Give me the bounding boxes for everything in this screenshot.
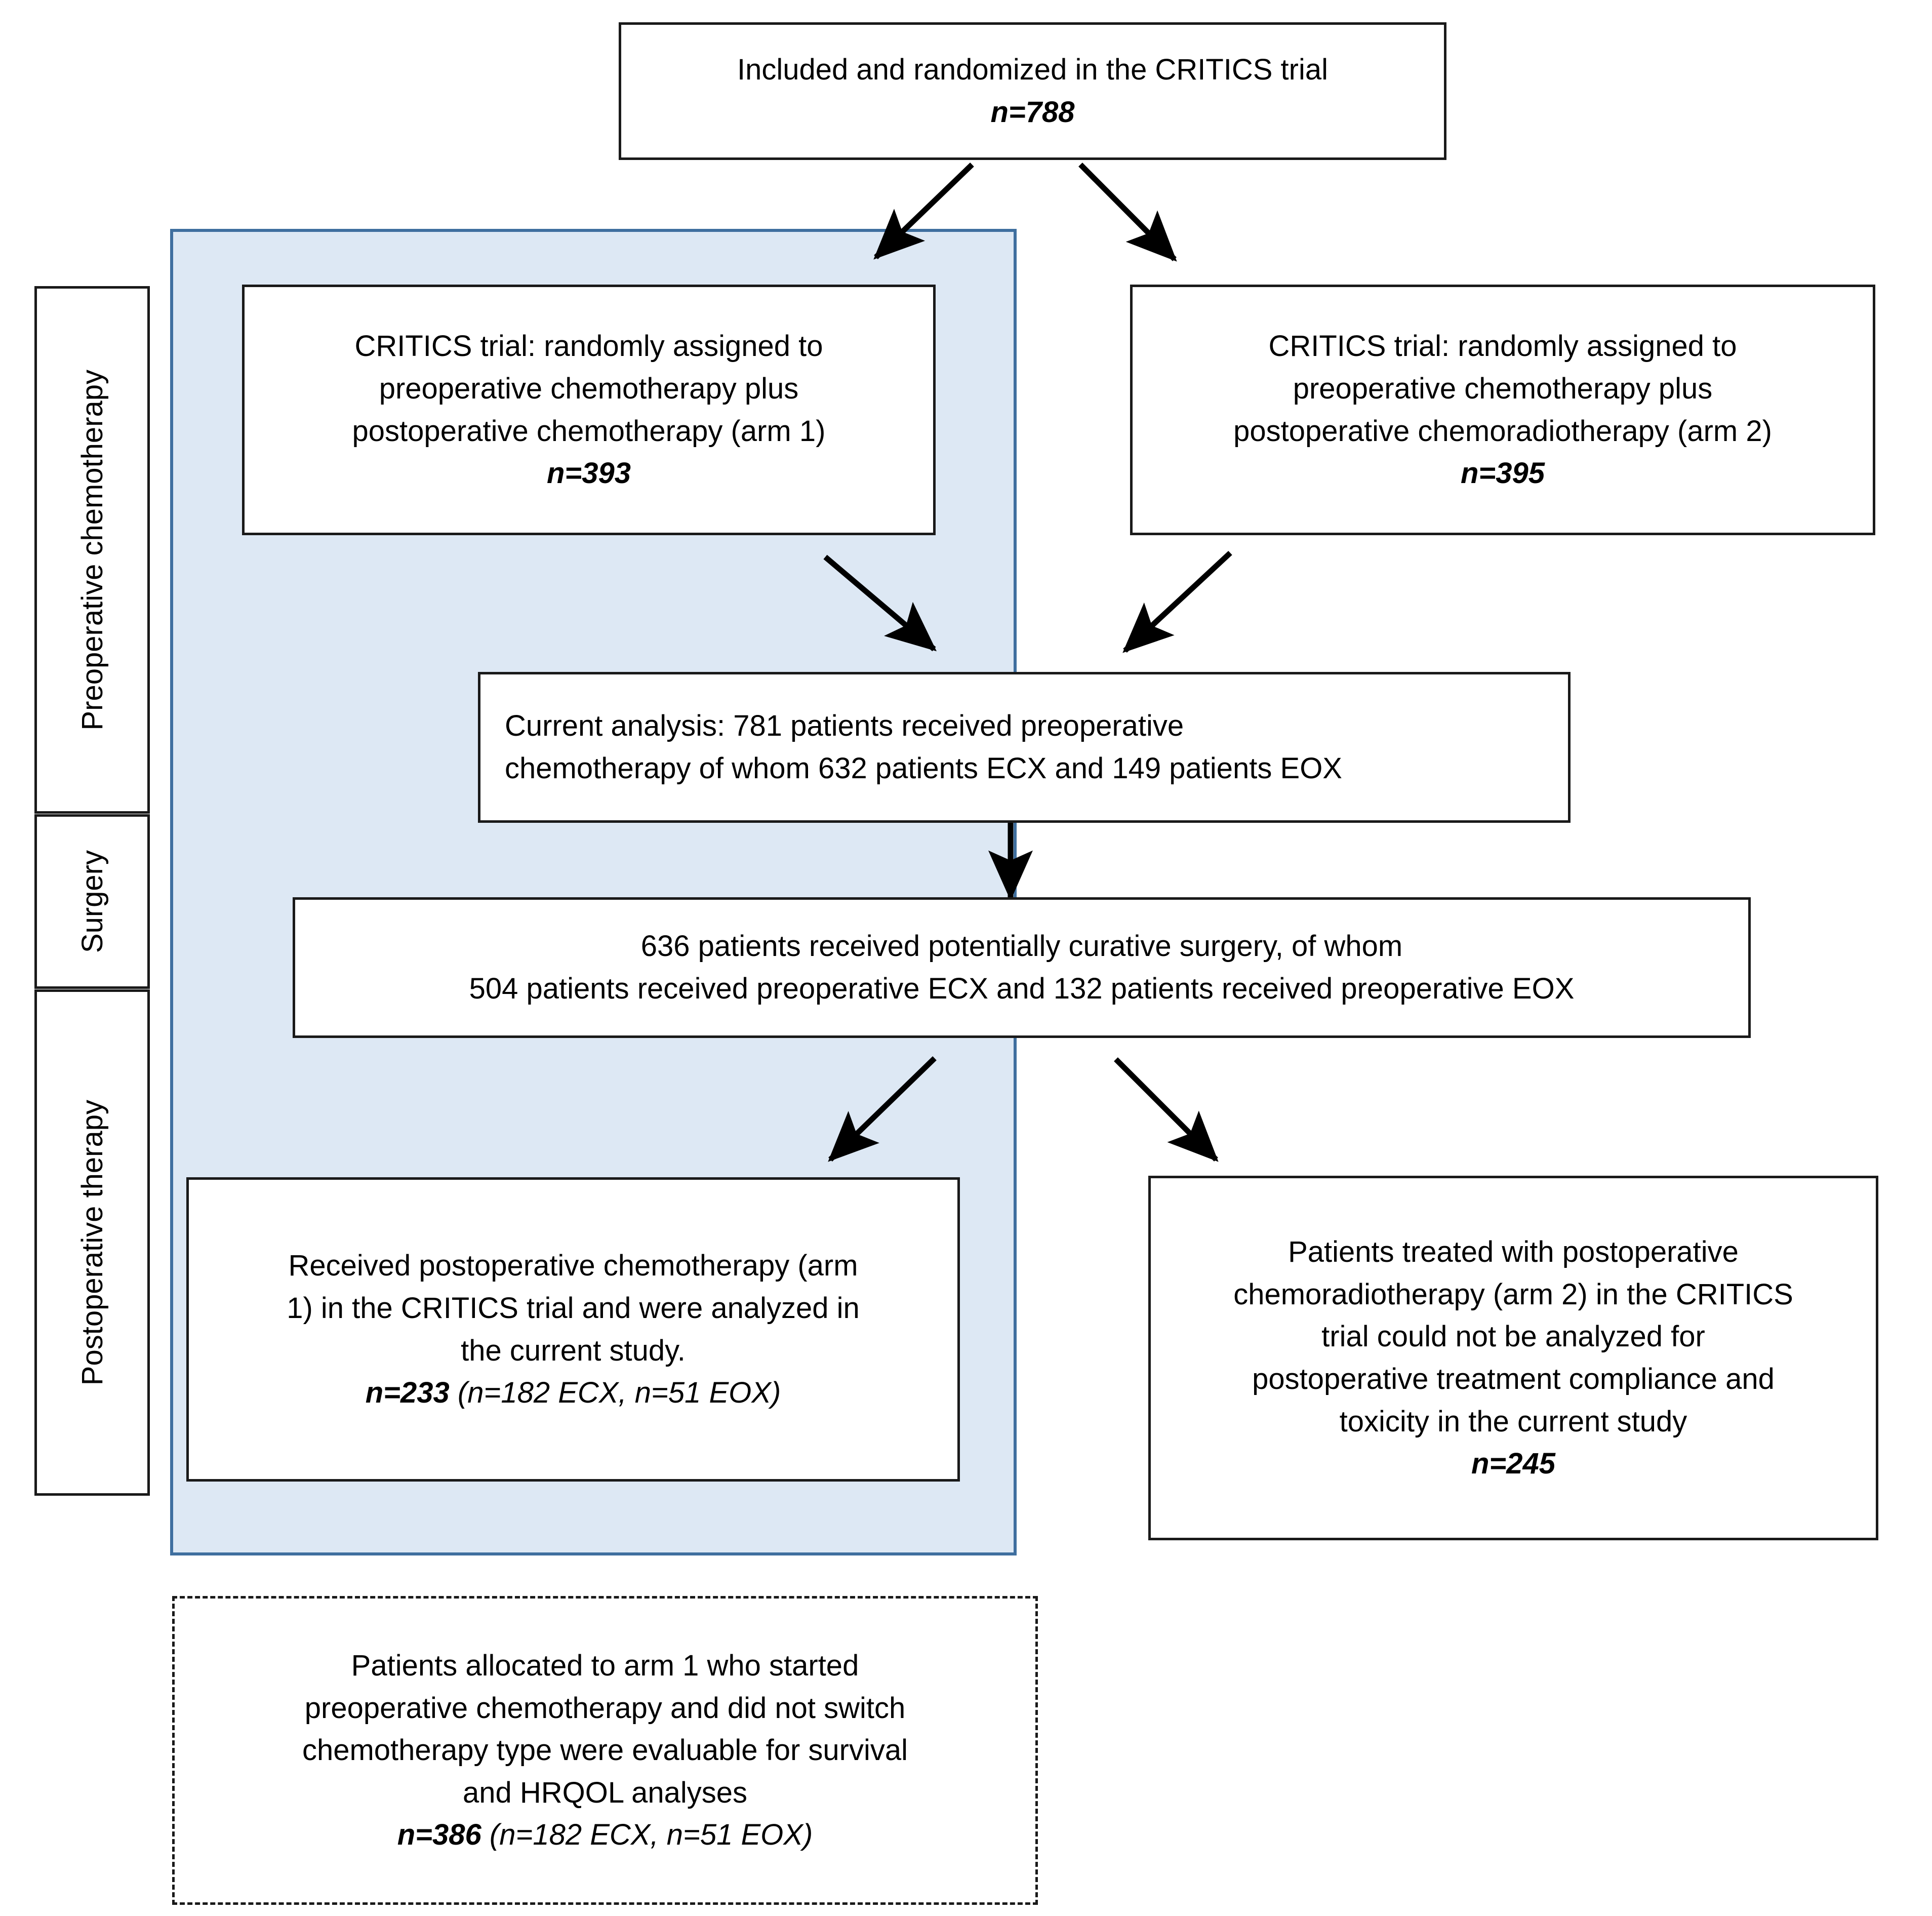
node-line: preoperative chemotherapy and did not sw… <box>304 1691 906 1725</box>
node-line: chemotherapy type were evaluable for sur… <box>302 1734 908 1767</box>
node-included-randomized: Included and randomized in the CRITICS t… <box>619 22 1446 160</box>
node-line: Received postoperative chemotherapy (arm <box>288 1249 858 1283</box>
node-survival-hrqol-evaluable: Patients allocated to arm 1 who started … <box>172 1596 1038 1905</box>
node-postoperative-chemoradiotherapy-excluded: Patients treated with postoperative chem… <box>1148 1176 1878 1540</box>
node-current-analysis: Current analysis: 781 patients received … <box>478 672 1571 823</box>
node-curative-surgery: 636 patients received potentially curati… <box>293 897 1751 1038</box>
node-line: 504 patients received preoperative ECX a… <box>469 972 1575 1005</box>
node-n-total: n=233 <box>365 1376 450 1410</box>
node-line: Included and randomized in the CRITICS t… <box>737 53 1329 87</box>
node-n-label: n=245 <box>1471 1447 1556 1481</box>
side-label-text: Surgery <box>75 850 109 953</box>
arrow-arm2-to-current-analysis <box>1122 550 1232 653</box>
node-line: Patients treated with postoperative <box>1288 1235 1739 1269</box>
node-line: trial could not be analyzed for <box>1321 1320 1705 1353</box>
node-line: chemoradiotherapy (arm 2) in the CRITICS <box>1233 1278 1793 1311</box>
node-line: preoperative chemotherapy plus <box>379 372 799 405</box>
arrow-randomized-to-arm2 <box>1078 163 1177 262</box>
node-n-detail: (n=182 ECX, n=51 EOX) <box>481 1818 813 1852</box>
side-label-text: Postoperative therapy <box>75 1099 109 1386</box>
node-line: postoperative chemotherapy (arm 1) <box>352 414 826 448</box>
node-n-label: n=393 <box>546 457 631 490</box>
node-line: preoperative chemotherapy plus <box>1293 372 1713 405</box>
node-line: 636 patients received potentially curati… <box>640 930 1403 963</box>
node-line: chemotherapy of whom 632 patients ECX an… <box>505 752 1342 785</box>
node-n-detail: (n=182 ECX, n=51 EOX) <box>449 1376 781 1410</box>
node-line: CRITICS trial: randomly assigned to <box>354 330 823 363</box>
arrow-surgery-to-postop-crt <box>1114 1057 1219 1162</box>
node-arm2-assignment: CRITICS trial: randomly assigned to preo… <box>1130 285 1875 535</box>
node-line: postoperative chemoradiotherapy (arm 2) <box>1233 414 1772 448</box>
node-n-total: n=386 <box>397 1818 481 1852</box>
side-label-postoperative-therapy: Postoperative therapy <box>34 989 150 1496</box>
node-line: Current analysis: 781 patients received … <box>505 709 1184 743</box>
node-line: the current study. <box>461 1334 686 1367</box>
side-label-text: Preoperative chemotherapy <box>75 369 109 731</box>
node-n-label: n=788 <box>990 96 1075 129</box>
node-line: Patients allocated to arm 1 who started <box>351 1649 859 1683</box>
node-line: toxicity in the current study <box>1339 1405 1687 1438</box>
node-arm1-assignment: CRITICS trial: randomly assigned to preo… <box>242 285 936 535</box>
node-line: and HRQOL analyses <box>462 1776 748 1809</box>
node-line: 1) in the CRITICS trial and were analyze… <box>287 1291 860 1325</box>
node-postoperative-chemotherapy-analyzed: Received postoperative chemotherapy (arm… <box>186 1177 960 1482</box>
node-n-label: n=233 (n=182 ECX, n=51 EOX) <box>366 1372 781 1414</box>
node-n-label: n=386 (n=182 ECX, n=51 EOX) <box>397 1814 813 1856</box>
side-label-preoperative-chemotherapy: Preoperative chemotherapy <box>34 286 150 814</box>
side-label-surgery: Surgery <box>34 814 150 989</box>
node-line: postoperative treatment compliance and <box>1252 1363 1775 1395</box>
node-n-label: n=395 <box>1460 457 1545 490</box>
node-line: CRITICS trial: randomly assigned to <box>1268 330 1737 363</box>
